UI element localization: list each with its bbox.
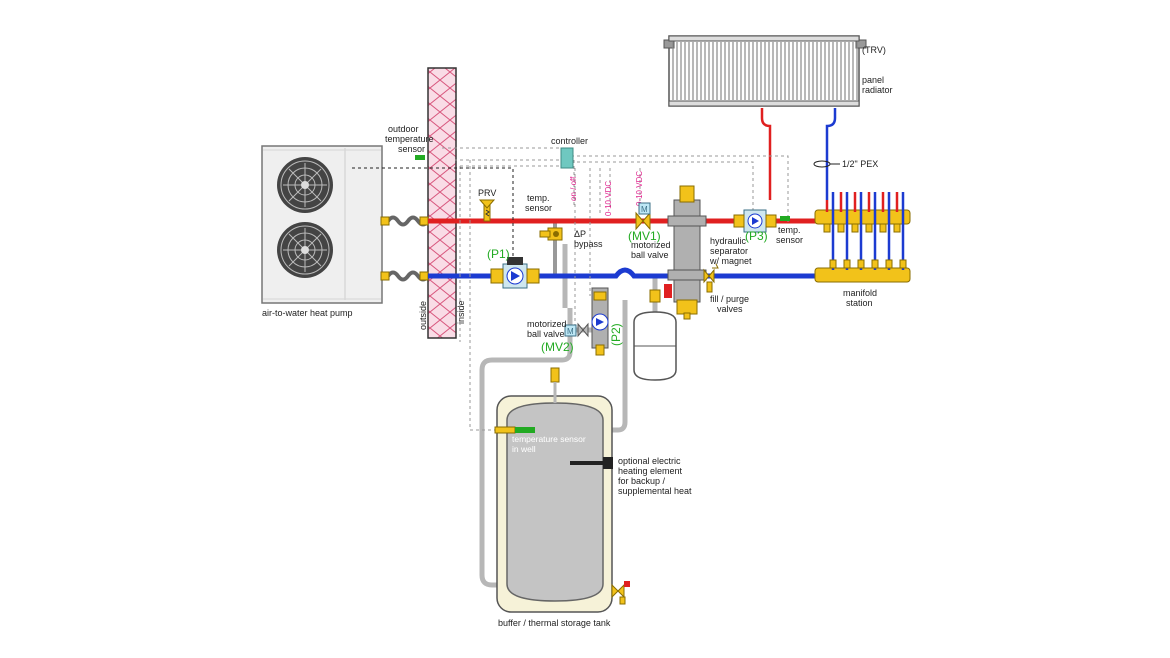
mv2-label: motorized ball valve: [527, 319, 569, 339]
fill-purge-label: fill / purge valves: [710, 294, 752, 314]
manifold-station-label: manifold station: [843, 288, 880, 308]
p3-tag: (P3): [745, 229, 768, 243]
panel-radiator-label: panel radiator: [862, 75, 893, 95]
prv-valve: [478, 199, 496, 222]
tank-temperature-sensor: [494, 426, 535, 434]
p3-temp-sensor: [780, 216, 790, 221]
outside-label: outside: [418, 301, 428, 330]
heating-element-label: optional electric heating element for ba…: [618, 456, 692, 496]
fan-icon: [277, 222, 333, 278]
panel-radiator: [663, 35, 867, 107]
hydraulic-separator-label: hydraulic separator w/ magnet: [709, 236, 752, 266]
pex-supply-line: [760, 108, 772, 200]
manifold-port: [893, 223, 901, 233]
p2-tag: (P2): [609, 323, 623, 346]
tank-sensor-label: temperature sensor in well: [512, 434, 588, 454]
mv1-ball-valve: M: [635, 202, 651, 231]
dp-bypass-label: ΔP bypass: [574, 229, 603, 249]
heating-element: [570, 457, 613, 469]
signal-010-b-label: 0-10 VDC: [635, 171, 644, 206]
controller-box: [560, 147, 574, 169]
manifold-station: [814, 192, 911, 283]
return-pipe: [428, 267, 820, 279]
p1-tag: (P1): [487, 247, 510, 261]
prv-label: PRV: [478, 188, 496, 198]
supply-temp-sensor-label: temp. sensor: [525, 193, 552, 213]
radiator-fins: [672, 42, 858, 100]
mv2-tag: (MV2): [541, 340, 574, 354]
motor-actuator-icon: M: [641, 205, 648, 214]
manifold-port: [837, 223, 845, 233]
buffer-storage-tank: [496, 395, 613, 613]
wall-insulation: [427, 67, 457, 339]
signal-onoff-label: on / off: [569, 176, 578, 201]
mv1-tag: (MV1): [628, 229, 661, 243]
inside-label: inside: [456, 300, 466, 324]
tank-return-pipe: [610, 300, 628, 433]
outdoor-temperature-sensor: [415, 155, 425, 160]
p1-circulator: [490, 257, 540, 289]
manifold-port: [899, 259, 907, 269]
manifold-port: [885, 259, 893, 269]
manifold-port: [829, 259, 837, 269]
expansion-tank-icon: [633, 289, 677, 381]
p3-temp-sensor-label: temp. sensor: [776, 225, 803, 245]
air-vent-icon: [550, 367, 560, 403]
manifold-port: [851, 223, 859, 233]
outdoor-sensor-wire: [352, 167, 514, 262]
tank-label: buffer / thermal storage tank: [498, 618, 611, 628]
mv2-p2-assembly: M: [564, 287, 609, 356]
controller-label: controller: [551, 136, 588, 146]
dp-bypass-valve: [539, 227, 563, 241]
fill-purge-valves: [703, 263, 719, 293]
manifold-port: [857, 259, 865, 269]
heat-pump-label: air-to-water heat pump: [262, 308, 353, 318]
manifold-port: [871, 259, 879, 269]
pex-return-line: [825, 108, 837, 200]
pex-label: 1/2" PEX: [842, 159, 878, 169]
manifold-port: [823, 223, 831, 233]
control-wiring: [440, 147, 789, 431]
signal-010-a-label: 0-10 VDC: [604, 181, 613, 216]
manifold-port: [843, 259, 851, 269]
trv-label: (TRV): [862, 45, 886, 55]
outdoor-sensor-label: outdoor temperature sensor: [385, 124, 436, 154]
motor-actuator-icon: M: [567, 327, 574, 336]
tank-drain-valve: [611, 581, 630, 605]
fan-icon: [277, 157, 333, 213]
mv1-label: motorized ball valve: [631, 240, 673, 260]
manifold-port: [879, 223, 887, 233]
hydraulic-separator: [664, 185, 707, 320]
p3-circulator: [733, 209, 777, 233]
manifold-port: [865, 223, 873, 233]
